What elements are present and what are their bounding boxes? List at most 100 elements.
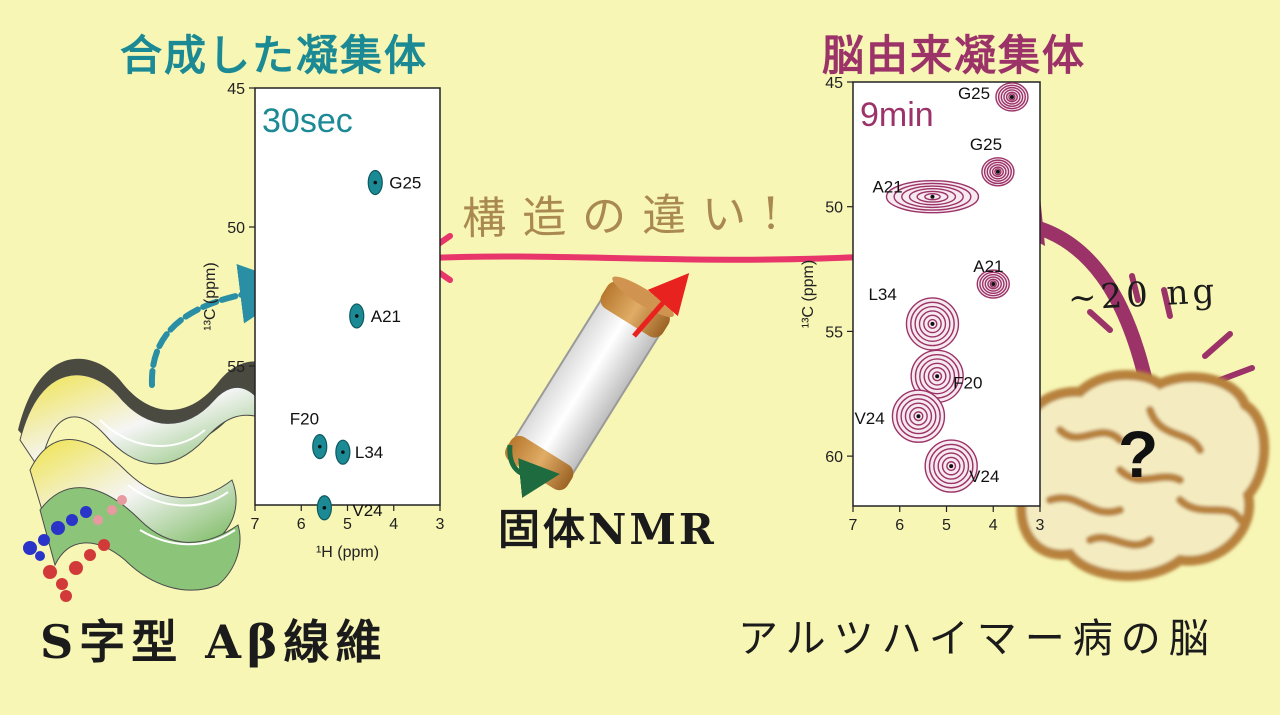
peak-center [935, 374, 940, 379]
y-axis-label: ¹³C (ppm) [800, 260, 817, 328]
peak-label: L34 [355, 443, 383, 462]
nmr-peak-contour [900, 398, 937, 435]
nmr-peak-contour [913, 411, 924, 422]
x-tick-label: 3 [436, 516, 445, 533]
peak-label: V24 [969, 467, 999, 486]
plot-frame [254, 87, 441, 506]
peak-center [916, 414, 921, 419]
peak-label: L34 [868, 285, 896, 304]
x-tick-label: 3 [1036, 517, 1045, 534]
nmr-peak-contour [919, 358, 956, 395]
nmr-peak-contour [981, 273, 1005, 295]
y-tick-label: 45 [825, 75, 843, 92]
nmr-peak-contour [924, 193, 941, 201]
nmr-peak-contour [923, 362, 951, 391]
nmr-peak-contour [989, 164, 1007, 180]
curved-arrow-icon [148, 263, 300, 388]
nmr-peak-contour [1008, 93, 1016, 101]
y-tick-label: 55 [825, 324, 843, 341]
title-synthetic-aggregate: 合成した凝集体 [120, 31, 429, 80]
peak-center [373, 180, 378, 185]
x-axis-label: ¹H (ppm) [316, 544, 379, 561]
x-tick-label: 5 [942, 517, 951, 534]
question-mark: ? [1118, 417, 1159, 491]
brain-caption: アルツハイマー病の脳 [738, 616, 1217, 662]
y-tick-label: 45 [227, 81, 245, 98]
nmr-peak-contour [927, 318, 938, 329]
y-tick-label: 55 [227, 359, 245, 376]
structure-difference-label: 構造の違い! [461, 188, 797, 245]
panel-label-right: 9min [860, 96, 934, 134]
nmr-peak-contour [994, 168, 1002, 176]
peak-label: G25 [958, 84, 990, 103]
nmr-peak-contour [932, 371, 943, 382]
x-tick-label: 7 [849, 517, 858, 534]
nmr-peak-contour [901, 185, 964, 209]
solid-state-nmr-label: 固体NMR [498, 505, 717, 554]
nmr-peak-contour [946, 461, 957, 472]
brain-icon [1016, 370, 1270, 581]
peak-label: A21 [371, 307, 401, 326]
nmr-peak-contour [909, 406, 928, 426]
y-tick-label: 50 [227, 220, 245, 237]
nmr-peak-contour [910, 301, 955, 347]
nmr-peak-contour [916, 190, 949, 203]
nmr-peak-contour [928, 443, 974, 489]
peak-center [317, 444, 322, 449]
nmr-peak-contour [987, 278, 1000, 290]
nmr-peak-contour [893, 182, 972, 211]
peak-center [995, 169, 1000, 174]
nmr-peak-contour [989, 280, 997, 288]
peak-center [930, 321, 935, 326]
nmr-peak-contour [933, 448, 970, 485]
peak-center [322, 505, 327, 510]
nmr-peak-contour [941, 456, 961, 476]
nmr-peak-contour [918, 310, 947, 338]
nmr-peak-contour [896, 393, 941, 439]
nmr-peak-contour [908, 188, 957, 206]
nmr-peak-contour [937, 452, 965, 480]
y-axis-label: ¹³C (ppm) [202, 262, 219, 330]
nmr-peak-contour [984, 276, 1002, 292]
peak-label: A21 [872, 178, 902, 197]
peak-label: G25 [389, 174, 421, 193]
peak-label: V24 [854, 409, 884, 428]
peak-center [354, 314, 359, 318]
peak-center [1009, 94, 1014, 99]
nmr-peak-contour [1005, 91, 1018, 103]
nmr-rotor-icon [505, 272, 690, 498]
nmr-peak-contour [923, 314, 942, 334]
peak-label: G25 [970, 135, 1002, 154]
x-tick-label: 4 [989, 517, 998, 534]
nmr-peak-contour [914, 305, 951, 342]
nmr-peak-contour [979, 271, 1008, 297]
sample-amount-label: ~20 ng [1067, 271, 1220, 319]
peak-center [930, 194, 935, 199]
peak-center [949, 464, 954, 469]
x-tick-label: 4 [389, 516, 398, 533]
nmr-peak-contour [986, 161, 1010, 182]
peak-center [991, 282, 996, 287]
nmr-peak-contour [997, 84, 1026, 110]
peak-label: F20 [290, 410, 319, 429]
y-tick-label: 50 [825, 200, 843, 217]
x-tick-label: 6 [297, 516, 306, 533]
peak-label: V24 [352, 501, 382, 520]
nmr-peak-contour [991, 166, 1004, 178]
nmr-peak-contour [1003, 89, 1021, 105]
x-tick-label: 5 [343, 516, 352, 533]
nmr-peak-contour [927, 366, 947, 386]
fibril-structure-icon [18, 358, 330, 602]
panel-label-left: 30sec [262, 102, 353, 140]
x-tick-label: 6 [895, 517, 904, 534]
y-tick-label: 60 [825, 449, 843, 466]
x-tick-label: 7 [251, 516, 260, 533]
plot-frame [852, 81, 1041, 507]
title-brain-derived-aggregate: 脳由来凝集体 [822, 31, 1087, 80]
peak-label: F20 [953, 373, 982, 392]
fibril-caption: S字型 Aβ線維 [40, 615, 388, 669]
peak-center [341, 450, 345, 454]
